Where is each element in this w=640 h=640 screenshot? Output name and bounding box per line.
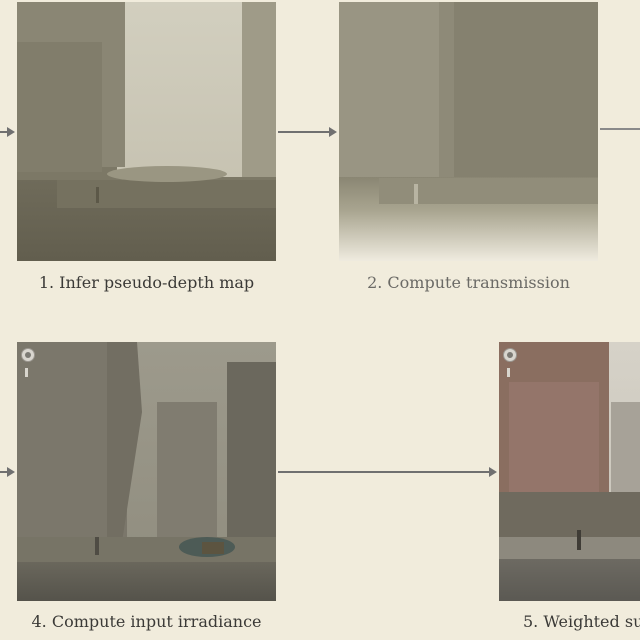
compass-icon[interactable]	[21, 348, 35, 362]
step5-caption: 5. Weighted su	[523, 612, 640, 631]
arrow-step1-to-step2	[278, 127, 337, 137]
step4-caption: 4. Compute input irradiance	[31, 612, 262, 631]
arrow-step2-to-step3	[600, 128, 640, 130]
irradiance-image	[17, 342, 276, 601]
scale-bar-icon	[25, 368, 28, 377]
arrow-into-step4	[0, 467, 15, 477]
step2-caption: 2. Compute transmission	[367, 273, 570, 292]
transmission-panel	[339, 2, 598, 261]
scale-bar-icon-2	[507, 368, 510, 377]
irradiance-panel	[17, 342, 276, 601]
weighted-sum-panel	[499, 342, 640, 601]
transmission-image	[339, 2, 598, 261]
arrow-step4-to-step5	[278, 467, 497, 477]
compass-icon-2[interactable]	[503, 348, 517, 362]
step1-caption: 1. Infer pseudo-depth map	[38, 273, 255, 292]
arrow-into-step1	[0, 127, 15, 137]
weighted-sum-image	[499, 342, 640, 601]
depth-map-image	[17, 2, 276, 261]
depth-map-panel	[17, 2, 276, 261]
